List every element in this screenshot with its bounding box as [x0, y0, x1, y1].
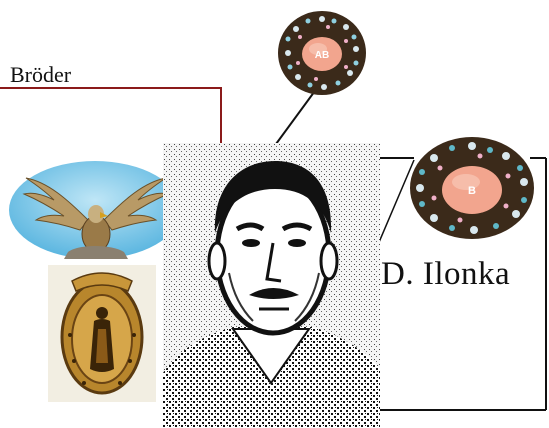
blood-type-ab-badge: AB [276, 9, 368, 97]
b-badge-text: B [468, 185, 476, 197]
ilonka-label: D. Ilonka [381, 256, 510, 293]
blood-type-b-badge: B [408, 136, 536, 240]
portrait-photo [163, 143, 380, 428]
eagle-image [8, 160, 183, 260]
seal-medallion-image [48, 265, 156, 402]
ab-badge-text: AB [315, 50, 329, 61]
broder-label: Bröder [10, 62, 71, 88]
